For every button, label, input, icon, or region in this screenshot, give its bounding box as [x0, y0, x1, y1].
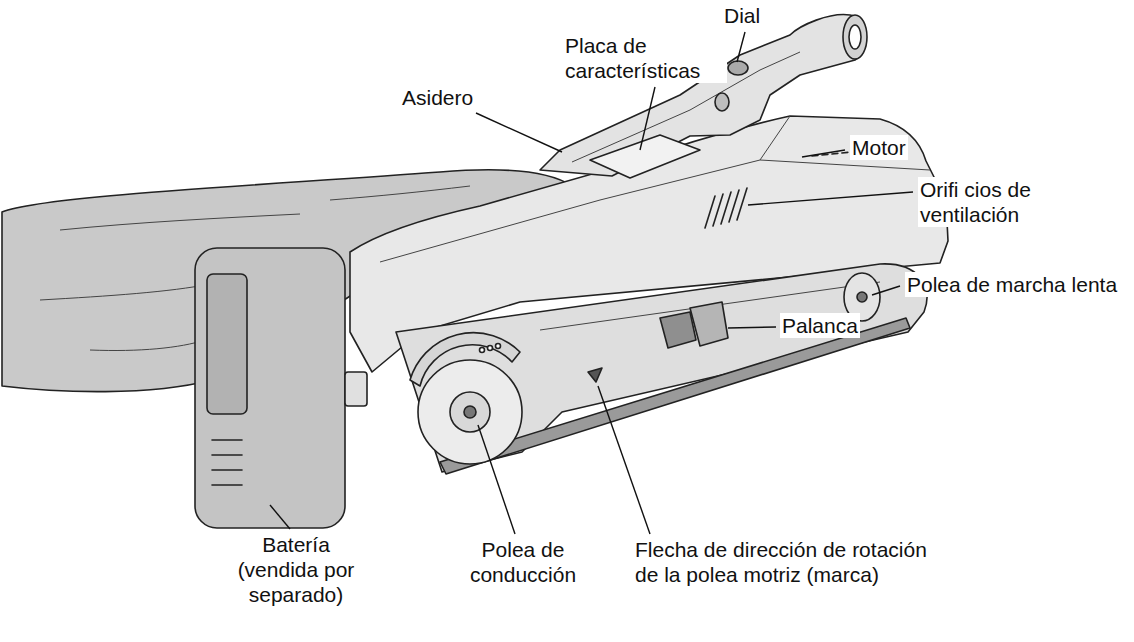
- leader-line: [737, 32, 745, 62]
- leader-line: [476, 113, 562, 152]
- leader-line: [748, 192, 913, 205]
- battery-panel: [207, 274, 247, 414]
- leader-line: [802, 150, 845, 157]
- part-label: Batería (vendida por separado): [230, 532, 362, 607]
- handle-screw: [715, 93, 729, 111]
- part-label: Orifi cios de ventilación: [918, 177, 1072, 227]
- mark-dot: [480, 348, 485, 353]
- part-label: Dial: [722, 3, 762, 28]
- battery-grip: [212, 440, 242, 485]
- idle-axle: [857, 292, 867, 302]
- leader-line: [640, 87, 655, 150]
- handle-knob: [843, 15, 867, 59]
- drive-pulley: [418, 360, 522, 464]
- housing-edge: [760, 116, 790, 160]
- grip-rib: [212, 484, 242, 486]
- sleeve-fold: [60, 214, 300, 230]
- part-label: Flecha de dirección de rotación de la po…: [633, 537, 947, 587]
- vent-slot: [737, 188, 747, 220]
- part-label: Polea de marcha lenta: [905, 272, 1119, 297]
- handle-knob-hole: [849, 25, 861, 49]
- vents: [705, 188, 747, 228]
- part-label: Placa de características: [563, 33, 727, 83]
- front-handle: [540, 15, 865, 176]
- battery: [195, 248, 345, 528]
- mark-dot: [488, 346, 493, 351]
- leader-line: [872, 286, 900, 295]
- rating-plate: [590, 135, 700, 178]
- grip-rib: [212, 439, 242, 441]
- leader-line: [598, 386, 650, 534]
- leader-line: [728, 327, 776, 328]
- sleeve-fold: [90, 340, 205, 351]
- pulley-hub: [450, 392, 490, 432]
- belt-frame: [396, 264, 927, 472]
- mark-dot: [496, 344, 501, 349]
- part-label: Polea de conducción: [462, 537, 584, 587]
- pulley-axle: [464, 406, 476, 418]
- leader-line: [270, 505, 290, 529]
- sleeve-fold: [40, 284, 210, 300]
- lever-base: [660, 312, 696, 348]
- grip-rib: [212, 469, 242, 471]
- part-label: Motor: [850, 135, 908, 160]
- battery-latch: [345, 372, 367, 406]
- leader-line: [478, 425, 515, 534]
- sleeve-fold: [330, 186, 470, 200]
- dial: [728, 61, 748, 75]
- part-label: Asidero: [400, 85, 475, 110]
- housing-edge: [380, 160, 930, 262]
- grip-rib: [212, 454, 242, 456]
- part-label: Palanca: [780, 313, 860, 338]
- rotation-arrow-mark: [588, 368, 602, 382]
